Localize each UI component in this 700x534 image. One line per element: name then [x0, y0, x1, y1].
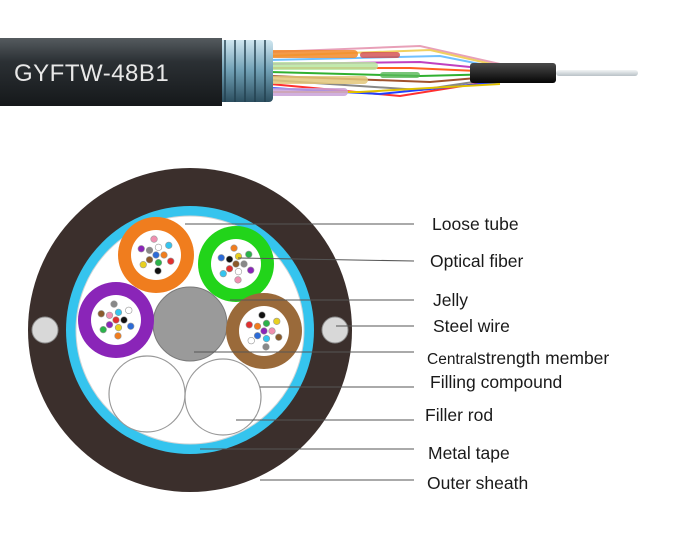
optical-fibers	[97, 235, 283, 351]
fiber-dot	[247, 337, 255, 345]
fiber-dot	[139, 261, 147, 269]
fiber-dot	[232, 260, 240, 268]
fiber-dot	[125, 306, 133, 314]
cross-section	[28, 168, 352, 492]
fiber-dot	[145, 246, 154, 254]
outer-jacket-photo	[0, 38, 222, 106]
label-steel-wire: Steel wire	[433, 316, 510, 336]
fiber-dot	[245, 250, 253, 258]
label-central-strength-member: Centralstrength member	[427, 348, 609, 370]
fiber-dot	[154, 243, 163, 251]
fiber-dot	[253, 322, 262, 330]
fiber-dot	[154, 259, 163, 267]
fiber-dot	[99, 326, 107, 334]
fiber-dot	[217, 254, 225, 262]
fiber-dot	[167, 257, 175, 265]
label-jelly: Jelly	[433, 290, 469, 310]
fiber-dot	[247, 266, 255, 274]
fiber-dot	[165, 241, 173, 249]
fiber-dot	[262, 319, 271, 327]
steel-wire-left	[31, 316, 59, 344]
fiber-dot	[253, 332, 262, 340]
fiber-dot	[120, 316, 128, 324]
fiber-dot	[234, 268, 243, 276]
fiber-dot	[160, 251, 168, 259]
fiber-dot	[262, 335, 271, 343]
leader-lines	[185, 223, 415, 481]
fiber-dot	[127, 322, 135, 330]
steel-wire-right	[321, 316, 349, 344]
fiber-dot	[245, 321, 253, 329]
fiber-tip	[556, 70, 638, 76]
fiber-dot	[137, 245, 145, 253]
label-central-suffix: strength member	[476, 348, 610, 368]
fiber-dot	[114, 324, 123, 332]
fiber-dot	[152, 251, 160, 259]
fiber-dot	[268, 327, 276, 335]
cable-photo	[0, 38, 638, 106]
label-metal-tape: Metal tape	[428, 443, 510, 463]
fiber-dot	[219, 270, 227, 278]
fiber-dot	[154, 267, 162, 275]
fiber-dot	[114, 332, 122, 340]
fiber-dot	[273, 317, 281, 325]
central-member-photo	[470, 63, 556, 83]
fiber-dot	[262, 343, 270, 351]
fiber-dot	[97, 310, 105, 318]
label-filler-rod: Filler rod	[425, 405, 494, 425]
fiber-dot	[112, 316, 120, 324]
label-optical-fiber: Optical fiber	[430, 251, 524, 271]
fiber-dot	[105, 321, 114, 329]
central-strength-member	[152, 286, 228, 362]
label-loose-tube: Loose tube	[432, 214, 519, 234]
fiber-dot	[275, 333, 283, 341]
filler-rod-right	[184, 358, 262, 436]
fiber-dot	[260, 327, 268, 335]
fiber-dot	[234, 276, 242, 284]
fiber-dot	[230, 244, 238, 252]
label-central-prefix: Central	[427, 351, 477, 368]
fiber-dot	[105, 311, 114, 319]
fiber-dot	[234, 252, 243, 260]
fiber-dot	[145, 256, 154, 264]
fiber-dot	[150, 235, 158, 243]
fiber-dot	[225, 255, 234, 263]
label-filling-compound: Filling compound	[430, 372, 563, 392]
fiber-dot	[240, 260, 248, 268]
label-outer-sheath: Outer sheath	[427, 473, 529, 493]
fiber-dot	[114, 308, 123, 316]
fiber-dot	[110, 300, 118, 308]
filler-rod-left	[108, 355, 186, 433]
cable-model-label: GYFTW-48B1	[14, 60, 170, 87]
fiber-dot	[258, 311, 266, 319]
fiber-dot	[225, 265, 234, 273]
